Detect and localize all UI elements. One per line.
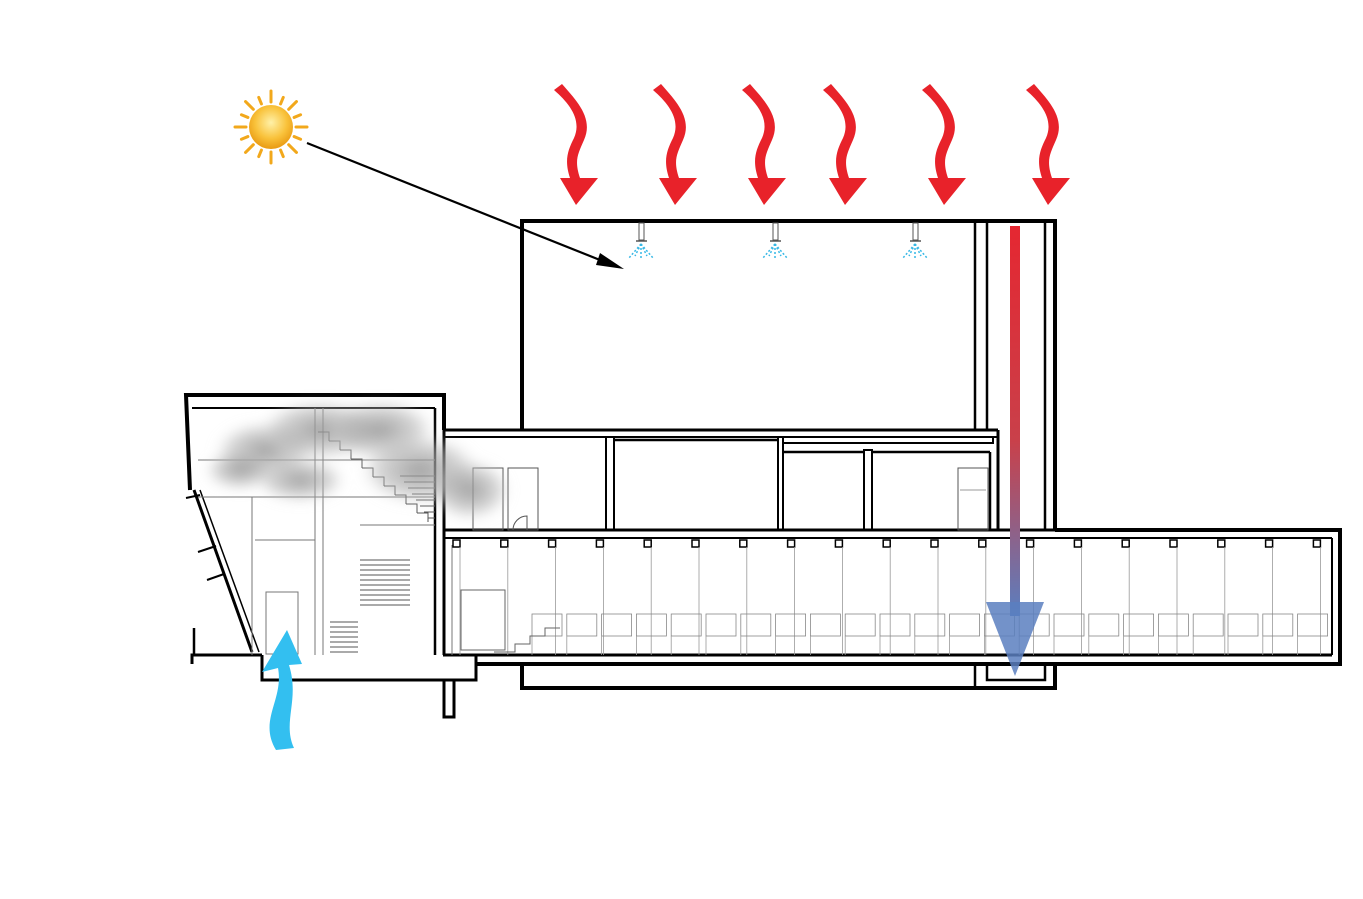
ventilation-duct-arrow [986, 226, 1044, 676]
heat-arrow-4 [823, 84, 867, 205]
cool-air-arrow-icon [262, 630, 302, 750]
heat-arrow-3 [742, 84, 786, 205]
heat-arrow-6 [1026, 84, 1070, 205]
sprinkler-1 [628, 222, 654, 259]
sprinkler-group [628, 222, 928, 259]
lower-hall [443, 528, 1342, 690]
heat-arrows-group [554, 84, 1070, 205]
cloud-smoke-icon [205, 400, 510, 520]
sprinkler-3 [902, 222, 928, 259]
sun-icon [233, 89, 309, 165]
heat-arrow-5 [922, 84, 966, 205]
sprinkler-2 [762, 222, 788, 259]
solar-radiation-arrow [306, 141, 624, 269]
upper-volume [520, 219, 1057, 530]
middle-floor [443, 428, 1340, 539]
heat-arrow-1 [554, 84, 598, 205]
heat-arrow-2 [653, 84, 697, 205]
